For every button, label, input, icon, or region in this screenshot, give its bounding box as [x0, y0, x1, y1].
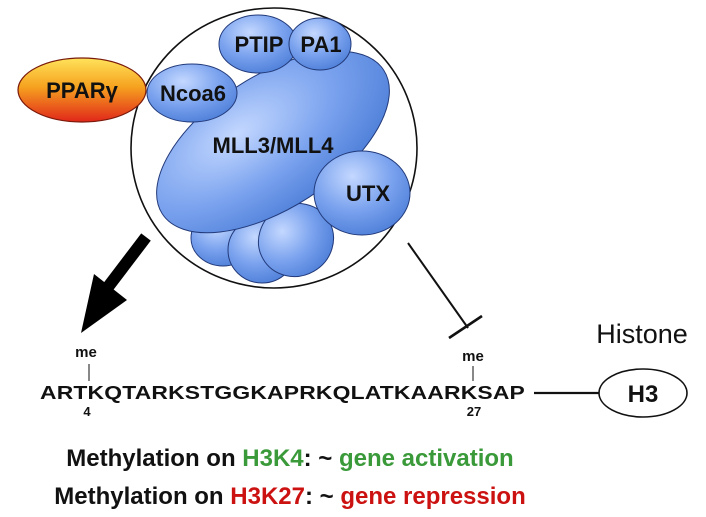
histone-tail-sequence: ARTKQTARKSTGGKAPRKQLATKAARKSAP — [40, 383, 525, 403]
caption-2-effect: gene repression — [340, 483, 526, 510]
activation-arrow-head — [81, 274, 127, 333]
inhibition-bar — [448, 314, 483, 340]
caption-2-prefix: Methylation on — [54, 483, 231, 510]
activation-arrow-shaft — [103, 233, 151, 291]
label-h3: H3 — [628, 381, 659, 408]
caption-1-prefix: Methylation on — [66, 445, 243, 472]
label-ppargamma: PPARγ — [46, 78, 118, 103]
label-histone: Histone — [596, 319, 688, 349]
caption-1-site: H3K4 — [242, 445, 304, 472]
label-utx: UTX — [346, 181, 390, 206]
activator-ppargamma — [17, 57, 147, 123]
mark-me-k4: me — [75, 344, 97, 361]
label-pa1: PA1 — [300, 32, 341, 57]
subunit-ncoa6 — [146, 63, 238, 123]
caption-1-effect: gene activation — [338, 445, 514, 472]
inhibition-line — [407, 242, 469, 329]
residue-4: 4 — [83, 404, 91, 419]
caption-repression: Methylation on H3K27: ~ gene repression — [0, 483, 643, 511]
caption-activation: Methylation on H3K4: ~ gene activation — [0, 445, 643, 473]
caption-1-mid: : ~ — [303, 445, 339, 472]
label-mll3-mll4: MLL3/MLL4 — [213, 133, 335, 158]
label-ptip: PTIP — [235, 32, 284, 57]
label-ncoa6: Ncoa6 — [160, 81, 226, 106]
subunit-mll3-mll4 — [156, 50, 390, 234]
mark-me-k27: me — [462, 348, 484, 365]
caption-2-site: H3K27 — [230, 483, 305, 510]
residue-27: 27 — [467, 404, 481, 419]
subunit-pa1 — [288, 17, 352, 71]
histone-h3-node — [598, 368, 688, 418]
caption-2-mid: : ~ — [304, 483, 341, 510]
subunit-utx — [313, 150, 411, 236]
